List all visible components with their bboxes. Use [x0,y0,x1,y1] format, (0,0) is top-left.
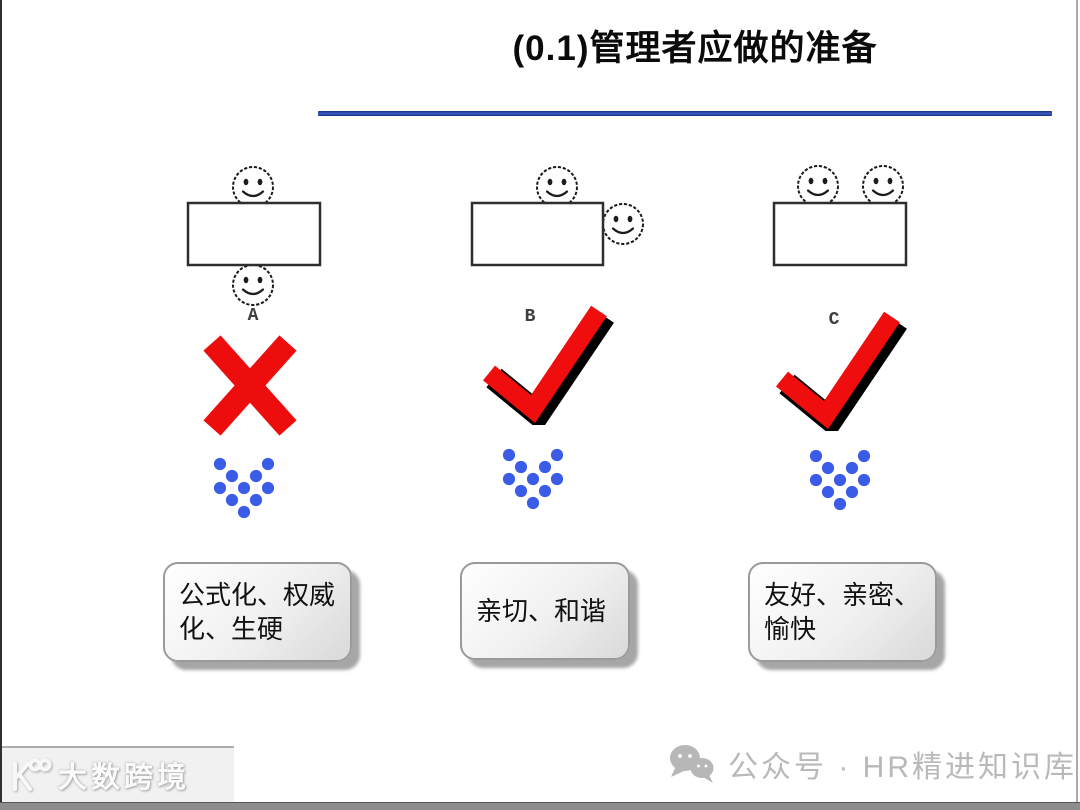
dashu-logo-icon [13,758,52,791]
brand-watermark-text: 大数跨境 [58,762,191,794]
smiley-face-icon [796,164,840,208]
smiley-face-icon [535,165,579,209]
seating-diagram-b [470,165,645,267]
left-edge-line [0,0,2,810]
caption-text: 亲切、和谐 [476,596,607,626]
bottom-gray-bar [0,802,1080,810]
table-rect [470,201,605,267]
caption-text: 公式化、权威化、生硬 [179,580,336,644]
smiley-face-icon [231,165,275,209]
title-underline [318,111,1052,116]
option-label-b: B [524,307,536,327]
wechat-icon [670,745,714,783]
down-arrow-dots-icon [213,457,275,519]
cross-icon [203,335,297,436]
caption-text: 友好、亲密、愉快 [764,580,921,644]
check-icon [478,300,618,425]
smiley-face-icon [601,202,645,246]
seating-diagram-c [772,164,908,267]
smiley-face-icon [231,263,275,307]
account-watermark-text: 公众号 · HR精进知识库 [728,751,1077,784]
caption-box-b: 亲切、和谐 [460,562,630,660]
caption-box-a: 公式化、权威化、生硬 [163,562,352,662]
page-title: (0.1)管理者应做的准备 [512,29,878,68]
seating-diagram-a [186,165,322,307]
check-icon [771,306,911,431]
caption-box-c: 友好、亲密、愉快 [748,562,937,662]
account-watermark: 公众号 · HR精进知识库 [668,740,1077,788]
option-label-c: C [828,310,840,330]
table-rect [186,201,322,267]
right-edge-line [1076,0,1078,810]
down-arrow-dots-icon [809,449,871,511]
brand-watermark: 大数跨境 [0,746,234,802]
table-rect [772,201,908,267]
smiley-face-icon [861,164,905,208]
option-label-a: A [247,306,259,326]
down-arrow-dots-icon [502,448,564,510]
